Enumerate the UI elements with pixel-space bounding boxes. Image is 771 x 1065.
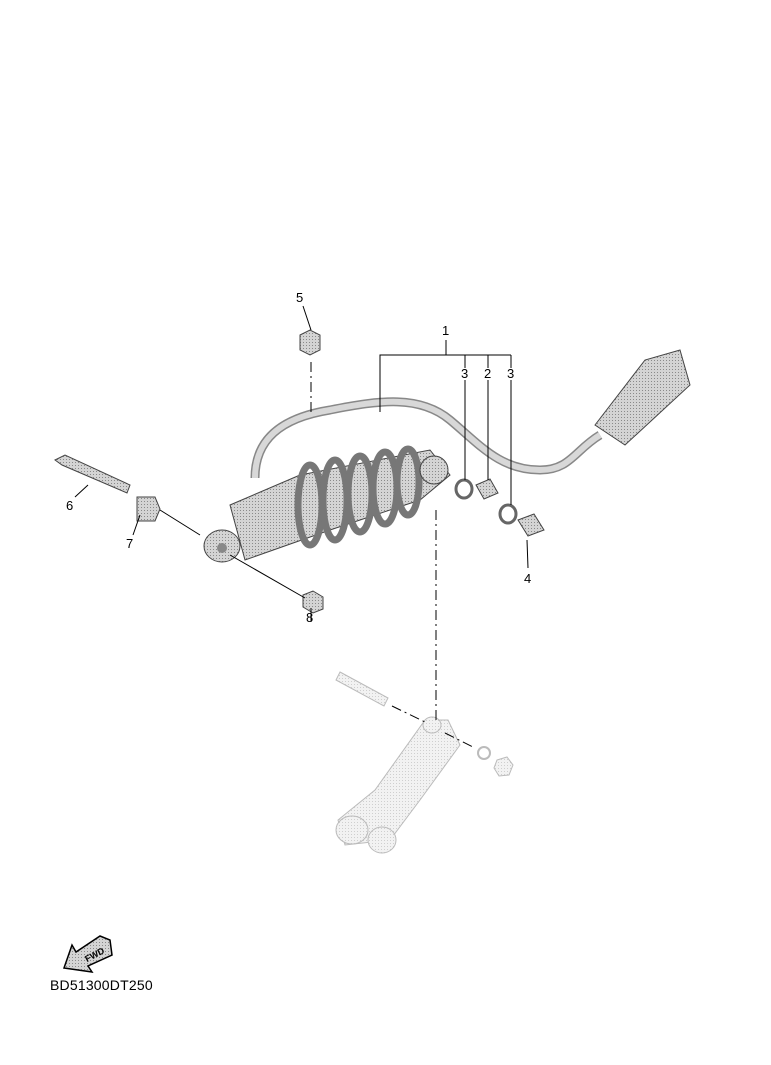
small-parts	[54, 329, 545, 614]
callout-6: 6	[66, 498, 73, 513]
rear-shock-absorber	[203, 445, 451, 563]
callout-3a: 3	[461, 366, 468, 381]
relay-arm-ghost	[335, 671, 514, 854]
callout-4: 4	[524, 571, 531, 586]
reservoir-hose	[250, 349, 691, 479]
callout-1: 1	[442, 323, 449, 338]
callout-3b: 3	[507, 366, 514, 381]
callout-7: 7	[126, 536, 133, 551]
leader-lines	[74, 305, 529, 720]
callout-8: 8	[306, 610, 313, 625]
drawing-code: BD51300DT250	[50, 977, 153, 993]
callout-5: 5	[296, 290, 303, 305]
forward-arrow-icon: FWD	[62, 935, 113, 973]
callout-2: 2	[484, 366, 491, 381]
